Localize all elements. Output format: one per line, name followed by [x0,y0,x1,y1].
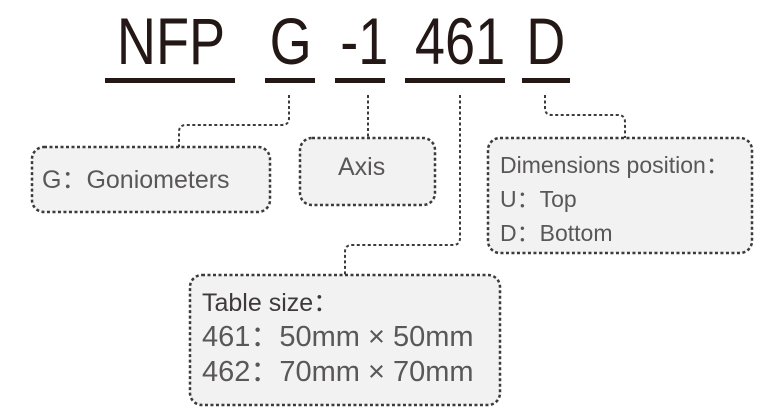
table-box-shape [188,273,502,407]
connector-table [344,95,461,275]
type-text: G [269,4,312,78]
axis-text: -1 [340,4,389,78]
dimensions-text: D [526,4,566,78]
axis-box-shape [298,136,437,207]
dimensions-box-shape [486,136,754,255]
code-segment-table-size: 461 [405,8,505,83]
type-label: G：Goniometers [42,166,230,194]
axis-label: Axis [338,153,386,181]
table-box: Table size： 461：50mm × 50mm 462：70mm × 7… [202,286,474,390]
table-option-462: 462：70mm × 70mm [202,356,474,388]
code-segment-axis: -1 [335,4,389,83]
code-segment-series: NFP [105,8,235,83]
type-box-shape [30,145,272,214]
code-segment-dimensions: D [522,8,570,83]
table-size-text: 461 [414,4,506,78]
connector-dimensions [544,95,626,138]
code-segment-type: G [265,8,315,83]
table-title: Table size： [202,289,339,317]
series-text: NFP [116,4,226,78]
dimensions-option-top: U：Top [500,186,577,212]
dimensions-option-bottom: D：Bottom [500,220,613,246]
dimensions-title: Dimensions position： [500,152,729,178]
dimensions-box: Dimensions position： U：Top D：Bottom [500,148,729,250]
table-option-461: 461：50mm × 50mm [202,321,474,353]
connector-type [178,95,290,147]
